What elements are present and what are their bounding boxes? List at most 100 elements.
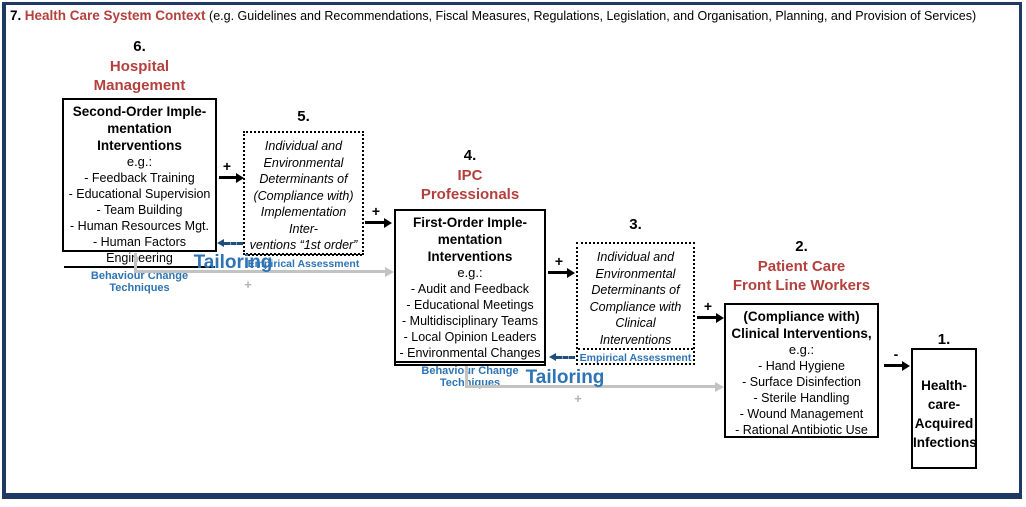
tailoring-arrowhead-1 [385,267,394,277]
list-item: - Audit and Feedback [410,282,530,296]
box-title: Second-Order Imple- mentation Interventi… [64,100,215,154]
list-item: - Team Building [96,203,183,217]
list-item: - Local Opinion Leaders [403,330,537,344]
group-6-label-line1: Hospital [109,58,170,75]
group-2-label-line2: Front Line Workers [732,277,871,294]
list-item: - Human Factors Engineering [92,235,187,265]
plus-sign-6-5: + [222,158,232,174]
text-line: Environmental [263,155,344,170]
arrowhead-4-to-3 [567,268,575,278]
list-item: - Multidisciplinary Teams [402,314,538,328]
box-determinants-clinical-interventions: Individual and Environmental Determinant… [576,242,695,365]
footer-empirical-assessment: Empirical Assessment [245,253,362,273]
text-line: Determinants of [259,172,348,186]
box-healthcare-acquired-infections: Health- care- Acquired Infections [911,348,977,469]
text-line: Compliance with [589,299,682,314]
plus-sign-5-4: + [371,203,381,219]
box-clinical-body: (Compliance with) Clinical Interventions… [726,305,877,438]
group-4-label: IPC Professionals [394,166,546,204]
header-subtitle: (e.g. Guidelines and Recommendations, Fi… [209,9,977,23]
tailoring-label-2: Tailoring [525,367,605,388]
list-item: - Surface Disinfection [742,375,861,389]
list-item: - Wound Management [739,407,864,421]
tailoring-label-1: Tailoring [193,252,273,273]
list-item: - Hand Hygiene [758,359,845,373]
empirical-feedback-arrowhead-5-to-6 [217,239,224,247]
group-4-number: 4. [463,147,477,164]
tailoring-arrow-1-vertical [134,253,137,273]
group-4-label-line1: IPC [457,167,483,184]
text-line: Environmental [595,266,676,281]
empirical-feedback-arrowhead-3-to-4 [549,353,556,361]
footer-empirical-assessment: Empirical Assessment [578,348,693,367]
plus-sign-4-3: + [554,253,564,269]
frame-header: 7. Health Care System Context (e.g. Guid… [10,8,976,23]
text-line: Health- [921,378,967,393]
list-item: - Educational Supervision [68,187,211,201]
text-line: Clinical [615,316,656,330]
text-line: Acquired [914,416,974,431]
box-determinants-implementation-interventions: Individual and Environmental Determinant… [243,131,364,270]
list-item: - Human Resources Mgt. [70,219,209,233]
text-line: (Compliance with) [253,188,354,203]
box-title-line2: mentation Interventions [427,232,513,264]
determinants-text: Individual and Environmental Determinant… [578,244,693,348]
empirical-feedback-dashed-line-5-to-6 [224,242,243,245]
text-line: Implementation Inter- [260,205,347,236]
box-title-line1: (Compliance with) [743,309,860,324]
group-6-number: 6. [133,38,146,55]
text-line: Determinants of [591,283,680,297]
list-item: - Environmental Changes [399,346,541,360]
footer-behaviour-change-techniques: Behaviour Change Techniques [396,361,544,391]
box-title-line1: Second-Order Imple- [72,104,207,119]
arrowhead-3-to-2 [716,313,724,323]
empirical-feedback-dashed-line-3-to-4 [556,356,575,359]
eg-label: e.g.: [126,154,153,169]
text-line: Individual and [264,139,343,153]
group-6-label-line2: Management [93,77,186,94]
box-clinical-interventions: (Compliance with) Clinical Interventions… [724,303,879,438]
text-line: Individual and [596,250,675,264]
group-2-number: 2. [795,238,808,255]
text-line: ventions “1st order” [249,238,358,252]
arrow-3-to-2 [697,316,716,319]
tailoring-arrowhead-2 [715,382,724,392]
list-item: - Feedback Training [84,171,195,185]
box-second-order-interventions: Second-Order Imple- mentation Interventi… [62,98,217,294]
tailoring-plus-1: + [244,277,252,292]
text-line: care- [927,397,961,412]
text-line: Infections [913,435,977,450]
text-line: Interventions [599,332,672,347]
box-title: First-Order Imple- mentation Interventio… [396,211,544,265]
arrow-5-to-4 [365,221,384,224]
arrow-6-to-5 [219,176,236,179]
group-5-number: 5. [297,108,310,125]
group-6-label: Hospital Management [42,57,237,95]
tailoring-arrow-2-horizontal [465,385,715,388]
determinants-text: Individual and Environmental Determinant… [245,133,362,254]
minus-sign-2-1: - [893,346,899,362]
box-title-line2: Clinical Interventions, [731,326,872,341]
box-title-line1: First-Order Imple- [412,215,528,230]
eg-label: e.g.: [457,265,483,280]
box-title: (Compliance with) Clinical Interventions… [726,305,877,342]
arrowhead-2-to-1 [902,361,910,371]
group-2-label: Patient Care Front Line Workers [704,257,899,295]
arrow-4-to-3 [548,271,567,274]
group-2-label-line1: Patient Care [757,258,846,275]
header-number: 7. [10,8,22,23]
list-item: - Sterile Handling [753,391,850,405]
tailoring-arrow-1-horizontal [134,270,385,273]
footer-behaviour-change-techniques: Behaviour Change Techniques [64,266,215,296]
box-title-line2: mentation Interventions [97,121,182,153]
box-second-order-body: Second-Order Imple- mentation Interventi… [64,100,215,266]
tailoring-plus-2: + [574,391,582,406]
list-item: - Educational Meetings [406,298,534,312]
tailoring-arrow-2-vertical [465,366,468,386]
arrow-2-to-1 [884,364,902,367]
arrowhead-6-to-5 [236,173,244,183]
plus-sign-3-2: + [703,298,713,314]
header-title: Health Care System Context [24,8,206,23]
list-item: - Rational Antibiotic Use [735,423,868,437]
